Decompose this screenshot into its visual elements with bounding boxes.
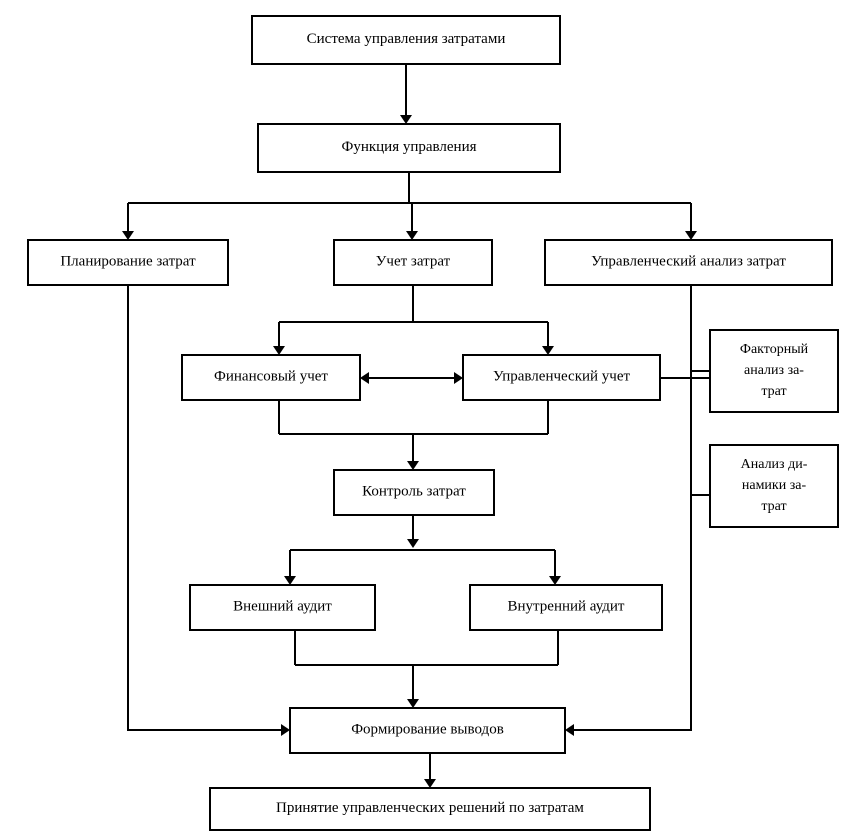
- node-label-planning: Планирование затрат: [60, 254, 196, 270]
- connector-conclusions-to-decisions: [424, 753, 436, 788]
- connector-bus-to-financial: [273, 322, 285, 355]
- node-internal-audit[interactable]: Внутренний аудит: [469, 584, 663, 631]
- node-label-mgmt-analysis: Управленческий анализ затрат: [591, 254, 786, 270]
- node-label-accounting: Учет затрат: [376, 254, 451, 270]
- node-function[interactable]: Функция управления: [257, 123, 561, 173]
- node-label-cost-control: Контроль затрат: [362, 484, 466, 500]
- connector-planning-to-conclusions: [127, 285, 290, 736]
- node-conclusions[interactable]: Формирование выводов: [289, 707, 566, 754]
- node-label-internal-audit: Внутренний аудит: [508, 599, 625, 615]
- connector-merge-to-control: [407, 434, 419, 470]
- node-label-conclusions: Формирование выводов: [351, 722, 504, 738]
- connector-bus-to-mgmt-analysis: [685, 203, 697, 240]
- connector-bus-to-internal-audit: [549, 550, 561, 585]
- node-label-management-accounting: Управленческий учет: [493, 369, 631, 385]
- node-system[interactable]: Система управления затратами: [251, 15, 561, 65]
- node-decisions[interactable]: Принятие управленческих решений по затра…: [209, 787, 651, 831]
- connector-audit-merge-to-conclusions: [407, 665, 419, 708]
- node-management-accounting[interactable]: Управленческий учет: [462, 354, 661, 401]
- connector-bus-to-external-audit: [284, 550, 296, 585]
- node-label-financial-accounting: Финансовый учет: [214, 369, 328, 385]
- node-mgmt-analysis[interactable]: Управленческий анализ затрат: [544, 239, 833, 286]
- node-cost-control[interactable]: Контроль затрат: [333, 469, 495, 516]
- node-external-audit[interactable]: Внешний аудит: [189, 584, 376, 631]
- connector-financial-management-link: [360, 372, 463, 384]
- connector-bus-to-management: [542, 322, 554, 355]
- connector-control-to-audit-bus: [407, 515, 419, 548]
- node-label-dynamics-analysis: Анализ ди-намики за-трат: [741, 457, 808, 514]
- connector-bus-to-planning: [122, 203, 134, 240]
- node-accounting[interactable]: Учет затрат: [333, 239, 493, 286]
- connector-right-trunk: [565, 285, 692, 736]
- node-financial-accounting[interactable]: Финансовый учет: [181, 354, 361, 401]
- connector-layer: [122, 64, 710, 788]
- node-label-function: Функция управления: [341, 139, 476, 155]
- node-label-external-audit: Внешний аудит: [233, 599, 332, 615]
- node-label-decisions: Принятие управленческих решений по затра…: [276, 800, 584, 816]
- node-label-system: Система управления затратами: [307, 31, 506, 47]
- connector-system-to-function: [400, 64, 412, 124]
- node-planning[interactable]: Планирование затрат: [27, 239, 229, 286]
- connector-bus-to-accounting: [406, 203, 418, 240]
- node-dynamics-analysis[interactable]: Анализ ди-намики за-трат: [709, 444, 839, 528]
